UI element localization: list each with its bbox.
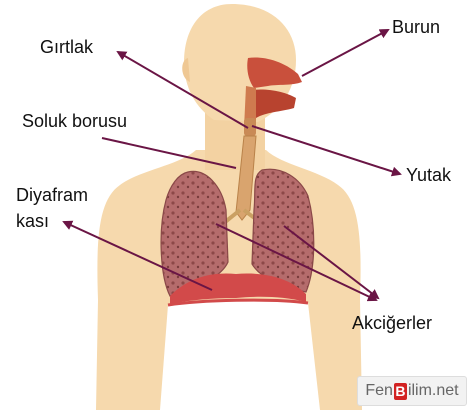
arrow-burun: [302, 30, 388, 76]
label-akcigerler: Akciğerler: [352, 314, 432, 332]
label-girtlak: Gırtlak: [40, 38, 93, 56]
label-diyafram-line2: kası: [16, 212, 49, 230]
label-yutak: Yutak: [406, 166, 451, 184]
label-soluk-borusu: Soluk borusu: [22, 112, 127, 130]
watermark-part1: Fen: [365, 382, 393, 400]
abdomen-cavity: [160, 300, 320, 410]
watermark-part2: B: [394, 383, 407, 400]
watermark-part3: ilim.net: [408, 382, 459, 400]
oral-cavity: [250, 89, 296, 118]
label-diyafram-line1: Diyafram: [16, 186, 88, 204]
label-burun: Burun: [392, 18, 440, 36]
